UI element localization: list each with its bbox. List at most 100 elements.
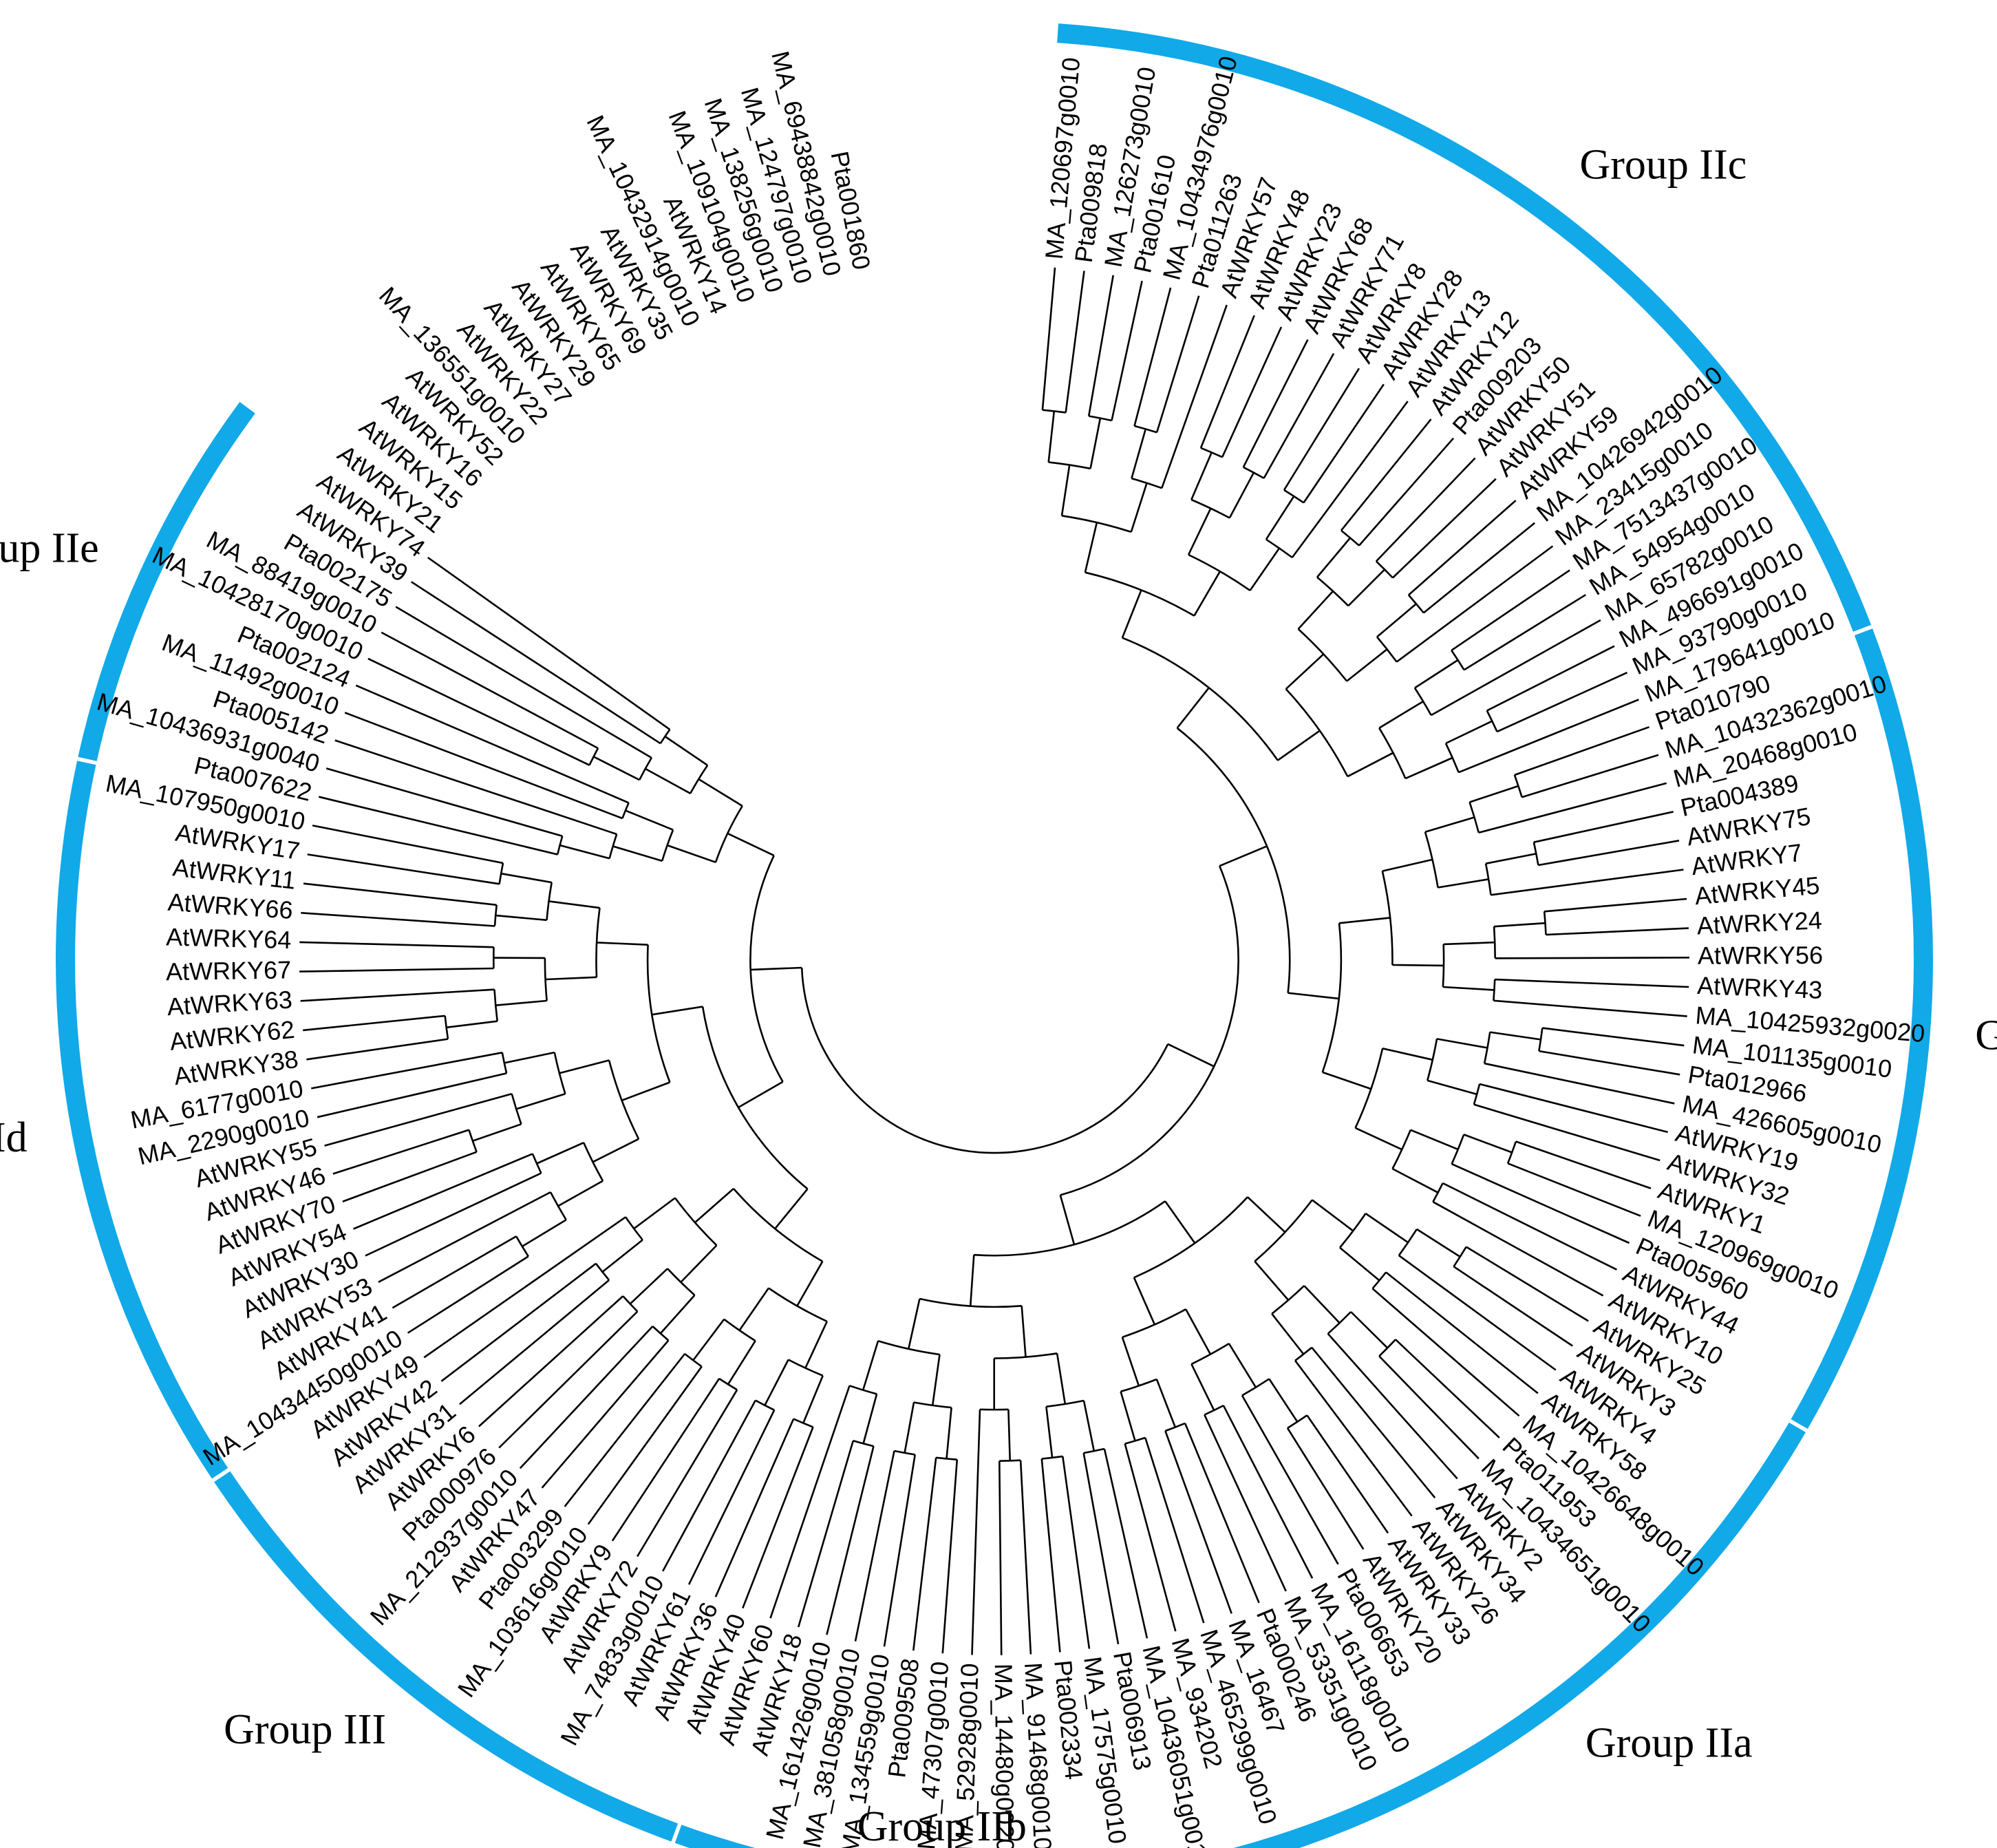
tree-branch-radial-241 xyxy=(750,966,802,971)
tree-branch-arc-306 xyxy=(468,1129,478,1153)
tree-branch-arc-281 xyxy=(595,1263,610,1281)
tree-branch-radial-366 xyxy=(427,556,671,730)
tree-branch-arc-254 xyxy=(788,1359,824,1377)
tree-branch-arc-369 xyxy=(714,805,743,863)
tree-branch-radial-280 xyxy=(440,1262,597,1382)
tree-branch-radial-20 xyxy=(1161,304,1228,489)
tree-branch-radial-356 xyxy=(698,778,743,807)
tree-branch-radial-39 xyxy=(1291,401,1409,558)
tree-branch-radial-4 xyxy=(1084,522,1098,573)
tree-branch-radial-214 xyxy=(998,1461,1003,1655)
tree-branch-radial-45 xyxy=(1297,591,1334,630)
tree-branch-radial-47 xyxy=(1340,418,1432,531)
tree-branch-arc-49 xyxy=(1341,529,1360,546)
tree-branch-arc-90 xyxy=(1469,802,1480,833)
tree-branch-radial-152 xyxy=(1398,1255,1557,1371)
tree-branch-radial-96 xyxy=(1491,869,1684,896)
tree-branch-arc-341 xyxy=(701,1006,809,1190)
tree-branch-radial-50 xyxy=(1347,569,1386,607)
tree-branch-radial-136 xyxy=(1442,1182,1617,1271)
tree-branch-radial-233 xyxy=(797,1440,855,1628)
tree-branch-radial-349 xyxy=(334,739,617,836)
tree-branch-radial-175 xyxy=(1228,1343,1257,1388)
tree-branch-radial-272 xyxy=(629,1268,668,1305)
tree-branch-radial-114 xyxy=(1382,1048,1433,1061)
tree-branch-radial-1 xyxy=(1219,845,1268,867)
tree-branch-radial-6 xyxy=(1047,411,1056,463)
tree-branch-radial-150 xyxy=(1453,1266,1573,1347)
tree-branch-radial-27 xyxy=(1221,326,1283,458)
tree-branch-radial-57 xyxy=(1408,500,1517,596)
tree-branch-arc-14 xyxy=(1048,461,1091,470)
tree-branch-radial-24 xyxy=(1187,508,1212,555)
tree-branch-radial-360 xyxy=(381,631,599,750)
tree-branch-arc-249 xyxy=(793,1418,813,1428)
tree-branch-arc-361 xyxy=(588,747,599,766)
tree-branch-radial-74 xyxy=(1496,672,1628,733)
tree-branch-arc-88 xyxy=(1513,774,1523,798)
tree-branch-radial-165 xyxy=(1327,1332,1458,1480)
tree-branches xyxy=(299,267,1690,1655)
tree-branch-radial-103 xyxy=(1546,927,1689,936)
tree-branch-radial-51 xyxy=(1375,457,1476,562)
tree-branch-radial-162 xyxy=(1395,1339,1500,1438)
tree-branch-radial-345 xyxy=(559,844,610,860)
tree-branch-arc-75 xyxy=(1486,710,1498,732)
tree-branch-arc-333 xyxy=(493,904,498,926)
group-arc-5 xyxy=(56,761,228,1479)
tree-branch-radial-315 xyxy=(597,942,648,946)
tree-branch-radial-116 xyxy=(1490,1031,1541,1041)
tree-branch-arc-367 xyxy=(659,729,671,744)
tree-branch-radial-89 xyxy=(1478,782,1667,834)
tree-branch-radial-219 xyxy=(908,1298,921,1350)
tree-branch-radial-102 xyxy=(1544,898,1687,913)
tree-branch-radial-176 xyxy=(1268,1378,1299,1423)
tree-branch-radial-69 xyxy=(1431,619,1601,716)
tree-branch-arc-170 xyxy=(1294,1346,1313,1361)
leaf-label: MA_52928g0010 xyxy=(950,1663,984,1848)
leaf-label: AtWRKY56 xyxy=(1698,941,1823,970)
tree-branch-radial-82 xyxy=(1338,917,1391,924)
tree-branch-arc-41 xyxy=(1188,553,1251,591)
tree-branch-arc-80 xyxy=(1122,637,1279,761)
tree-branch-radial-204 xyxy=(1082,1452,1120,1645)
tree-branch-radial-242 xyxy=(738,1081,784,1109)
tree-branch-radial-29 xyxy=(1228,472,1255,519)
tree-branch-arc-259 xyxy=(718,1377,738,1391)
tree-branch-radial-133 xyxy=(1451,1163,1630,1244)
tree-branch-radial-189 xyxy=(1184,1423,1260,1604)
tree-branch-radial-364 xyxy=(664,735,708,766)
tree-branch-arc-363 xyxy=(639,757,652,780)
tree-branch-arc-104 xyxy=(1543,911,1547,935)
tree-branch-radial-256 xyxy=(727,1340,756,1385)
tree-branch-radial-203 xyxy=(1103,1448,1149,1639)
tree-branch-radial-202 xyxy=(1082,1400,1096,1452)
tree-branch-arc-237 xyxy=(877,1340,940,1356)
tree-branch-radial-206 xyxy=(1045,1406,1054,1458)
tree-branch-radial-128 xyxy=(1410,1129,1459,1151)
tree-branch-radial-122 xyxy=(1427,1079,1477,1096)
tree-branch-radial-5 xyxy=(1060,465,1071,516)
tree-branch-radial-325 xyxy=(299,967,494,973)
tree-branch-radial-163 xyxy=(1378,1355,1480,1460)
tree-branch-radial-67 xyxy=(1463,594,1586,671)
tree-branch-radial-55 xyxy=(1346,648,1388,682)
tree-branch-radial-161 xyxy=(1350,1311,1389,1349)
tree-branch-arc-54 xyxy=(1316,576,1349,607)
group-label: Group I xyxy=(1975,1012,1997,1059)
tree-branch-radial-344 xyxy=(612,845,663,862)
tree-branch-arc-229 xyxy=(913,1401,952,1409)
group-label: Group IIb xyxy=(857,1803,1027,1848)
tree-branch-radial-167 xyxy=(1271,1313,1305,1355)
tree-branch-radial-346 xyxy=(318,796,558,856)
group-arc-2 xyxy=(1233,1422,1806,1848)
tree-branch-radial-216 xyxy=(971,1409,981,1655)
tree-branch-radial-180 xyxy=(1241,1394,1339,1565)
tree-branch-radial-129 xyxy=(1463,1134,1513,1154)
tree-branch-arc-121 xyxy=(1483,1032,1491,1064)
leaf-label: AtWRKY24 xyxy=(1696,906,1823,939)
tree-branch-radial-336 xyxy=(312,825,504,864)
tree-branch-arc-197 xyxy=(1122,1308,1186,1339)
tree-branch-arc-218 xyxy=(994,1352,1058,1359)
leaf-label: AtWRKY64 xyxy=(166,922,292,954)
